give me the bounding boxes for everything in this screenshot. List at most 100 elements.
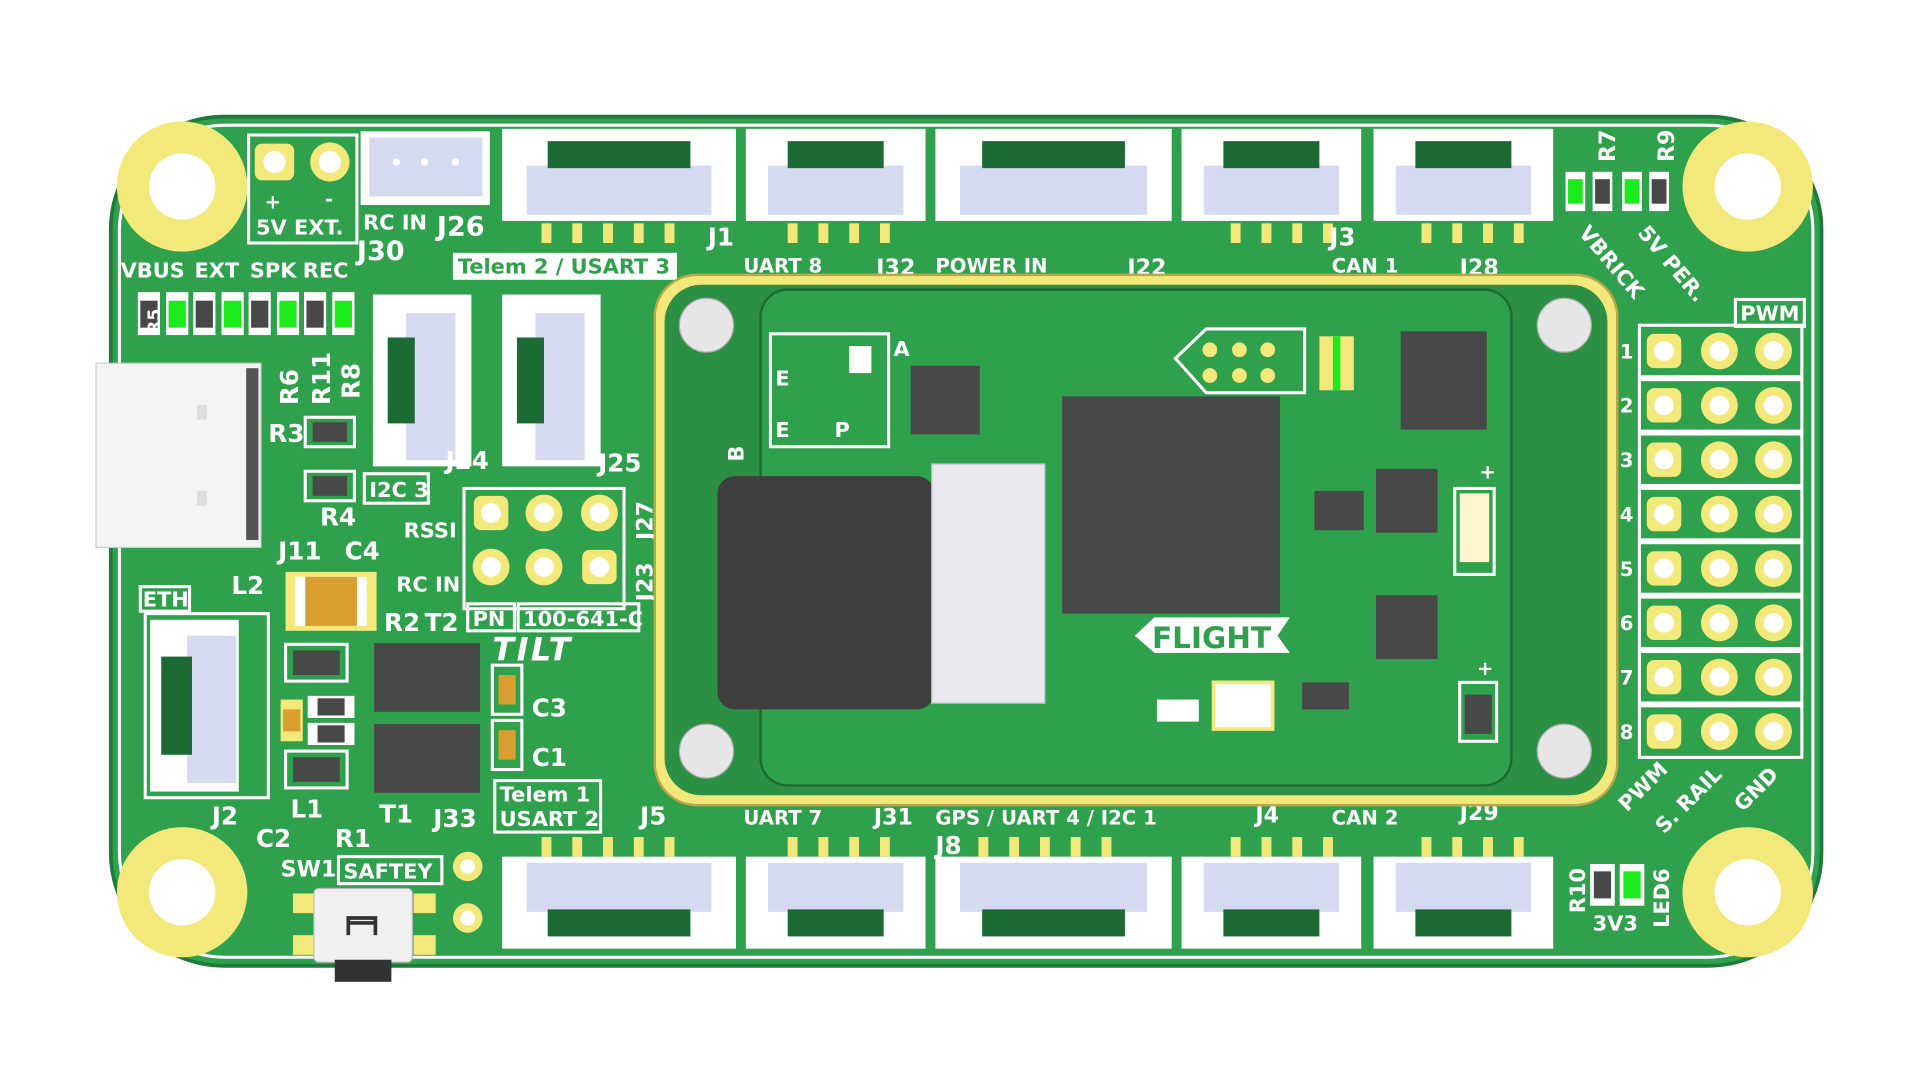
pin-hole xyxy=(1654,721,1674,742)
j33-label: J33 xyxy=(431,804,476,833)
rc-in-connector-j26[interactable] xyxy=(360,131,490,205)
j25-label: J25 xyxy=(596,448,641,477)
j5-label: J5 xyxy=(638,802,666,831)
connector-j22[interactable] xyxy=(935,128,1172,221)
connector-j3[interactable] xyxy=(1181,128,1362,221)
part-number: 100-641-C xyxy=(523,607,643,631)
led-spk xyxy=(279,300,297,328)
screw xyxy=(1536,297,1592,353)
pwm-row[interactable]: 7 xyxy=(1620,649,1804,705)
uart7-label: UART 7 xyxy=(743,807,822,830)
pwm-header[interactable]: 1 2 3 4 567 8 xyxy=(1620,323,1804,759)
sd-card-slot[interactable] xyxy=(931,463,1046,704)
pwm-row[interactable]: 6 xyxy=(1620,595,1804,651)
3v3-label: 3V3 xyxy=(1593,911,1638,935)
pwm-row-number: 4 xyxy=(1620,503,1634,526)
status-leds xyxy=(137,292,355,336)
j24-label: J24 xyxy=(444,446,489,475)
pwm-header-label: PWM xyxy=(1740,301,1799,325)
c2-label: C2 xyxy=(256,824,291,853)
led-vbrick-5vper xyxy=(1565,171,1669,212)
connector-j24[interactable] xyxy=(372,294,472,467)
pin-hole xyxy=(1763,504,1784,524)
j30-label: J30 xyxy=(355,236,405,267)
connector-j25[interactable] xyxy=(502,294,601,467)
power-in-label: POWER IN xyxy=(935,254,1047,277)
connector-j29[interactable] xyxy=(1373,856,1554,949)
safety-switch[interactable] xyxy=(292,887,436,982)
t1-label: T1 xyxy=(379,799,413,828)
p-label: P xyxy=(834,418,849,442)
plus-marker: + xyxy=(1479,461,1496,484)
r5-label: R5 xyxy=(145,309,165,334)
led6-label: LED6 xyxy=(1650,868,1674,927)
pin-hole xyxy=(1763,667,1784,688)
5v-ext-label: 5V EXT. xyxy=(256,215,343,239)
r1-label: R1 xyxy=(335,824,371,853)
j1-label: J1 xyxy=(706,222,734,251)
pn-label: PN xyxy=(473,607,506,631)
sd-card[interactable] xyxy=(717,476,935,710)
rssi-rcin-header[interactable] xyxy=(462,486,626,611)
mounting-holes xyxy=(116,121,1813,958)
a-label: A xyxy=(894,337,911,361)
connector-j5[interactable] xyxy=(502,856,736,949)
pwm-row[interactable]: 1 xyxy=(1620,323,1804,379)
pwm-row[interactable]: 8 xyxy=(1620,704,1804,759)
pin-hole xyxy=(1654,395,1674,416)
pin-hole xyxy=(1709,558,1730,579)
plus-marker: + xyxy=(1477,657,1494,680)
j26-label: J26 xyxy=(435,212,485,243)
t2-label: T2 xyxy=(425,608,459,637)
pwm-row-number: 2 xyxy=(1620,395,1634,418)
c3-label: C3 xyxy=(532,694,567,723)
r10-label: R10 xyxy=(1566,868,1590,913)
r8-label: R8 xyxy=(336,363,365,399)
pwm-row-number: 1 xyxy=(1620,340,1634,363)
pwm-row[interactable]: 2 xyxy=(1620,378,1804,433)
pwm-row[interactable]: 3 xyxy=(1620,432,1804,488)
connector-j31[interactable] xyxy=(745,856,926,949)
connector-j4[interactable] xyxy=(1181,856,1362,949)
telem2-label: Telem 2 / USART 3 xyxy=(458,255,670,279)
pin-hole xyxy=(1763,449,1784,470)
pin-hole xyxy=(1654,558,1674,579)
screw xyxy=(1536,723,1592,779)
connector-j8[interactable] xyxy=(935,856,1172,949)
pwm-row[interactable]: 4 xyxy=(1620,486,1804,542)
flight-module: FLIGHT A B E E P + + xyxy=(653,273,1619,807)
pwm-row-number: 8 xyxy=(1620,721,1634,744)
rssi-label: RSSI xyxy=(404,519,457,543)
connector-j28[interactable] xyxy=(1373,128,1554,221)
pin-hole xyxy=(1709,449,1730,470)
usb-c-port[interactable] xyxy=(95,362,262,548)
rc-in-top-label: RC IN xyxy=(363,211,427,235)
flight-label: FLIGHT xyxy=(1152,621,1271,655)
pin-hole xyxy=(1763,558,1784,579)
pin-hole xyxy=(1654,504,1674,524)
connector-j32[interactable] xyxy=(745,128,926,221)
processor-chip xyxy=(1062,396,1280,614)
pin-hole xyxy=(1654,613,1674,633)
connector-j1[interactable] xyxy=(502,128,736,221)
pwm-row[interactable]: 5 xyxy=(1620,541,1804,596)
j11-label: J11 xyxy=(276,537,321,566)
j4-label: J4 xyxy=(1253,802,1279,828)
pin-hole xyxy=(1709,395,1730,416)
rec-label: REC xyxy=(303,258,349,282)
screw xyxy=(678,297,735,353)
c4-label: C4 xyxy=(345,537,380,566)
gps-label: GPS / UART 4 / I2C 1 xyxy=(935,807,1156,830)
rc-in-label: RC IN xyxy=(396,573,460,597)
eth-label: ETH xyxy=(143,587,189,611)
b-label: B xyxy=(724,446,748,462)
telem1-label: Telem 1 xyxy=(500,782,591,806)
connector-j2-eth[interactable] xyxy=(143,612,270,800)
usart2-label: USART 2 xyxy=(500,807,599,831)
transformer-t1 xyxy=(374,724,480,793)
5v-ext-header[interactable]: + - 5V EXT. xyxy=(247,133,359,245)
l1-label: L1 xyxy=(290,794,323,823)
uart8-label: UART 8 xyxy=(743,254,822,277)
top-connectors xyxy=(502,128,1554,243)
